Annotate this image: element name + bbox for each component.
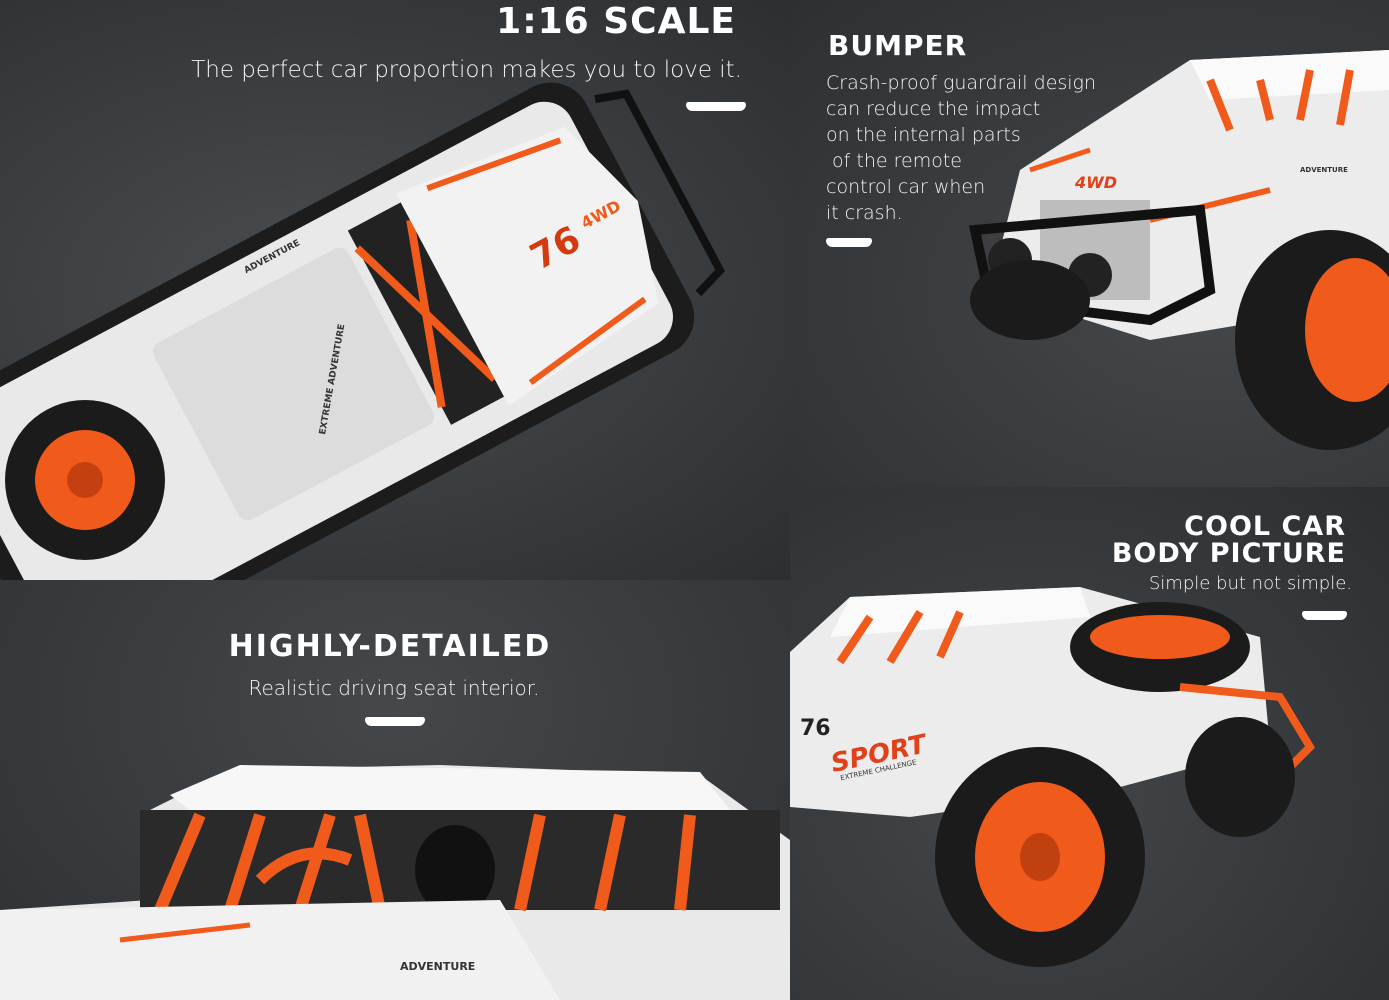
divider-bar: [365, 717, 425, 726]
bumper-description: Crash-proof guardrail design can reduce …: [826, 70, 1096, 226]
divider-bar: [826, 238, 872, 247]
divider-bar: [686, 102, 746, 111]
panel-bumper: 4WD ADVENTURE BUMPER Crash-proof guardra…: [790, 0, 1389, 487]
panel-title: 1:16 SCALE: [496, 1, 736, 42]
description-line: Crash-proof guardrail design: [826, 72, 1096, 94]
description-line: of the remote: [826, 150, 962, 172]
car-front-view-image: 4WD ADVENTURE: [968, 50, 1389, 450]
decal-adventure: ADVENTURE: [1300, 166, 1348, 174]
description-line: on the internal parts: [826, 124, 1021, 146]
panel-scale: 76 4WD ADVENTURE EXTREME ADVENTURE 1:16 …: [0, 0, 790, 580]
panel-subtitle: The perfect car proportion makes you to …: [191, 57, 742, 83]
car-interior-image: ADVENTURE: [0, 765, 790, 1000]
description-line: can reduce the impact: [826, 98, 1041, 120]
panel-title-line1: COOL CAR: [1184, 511, 1346, 542]
panel-title: BUMPER: [828, 29, 968, 62]
panel-body: 76 SPORT EXTREME CHALLENGE COOL CAR BODY…: [790, 487, 1389, 1000]
description-line: it crash.: [826, 202, 903, 224]
description-line: control car when: [826, 176, 986, 198]
panel-subtitle: Simple but not simple.: [1148, 573, 1352, 594]
car-side-view-image: 76 SPORT EXTREME CHALLENGE: [790, 587, 1316, 967]
decal-76: 76: [800, 716, 831, 741]
panel-detailed: ADVENTURE HIGHLY-DETAILED Realistic driv…: [0, 580, 790, 1000]
decal-adventure: ADVENTURE: [400, 960, 475, 973]
car-top-view-image: 76 4WD ADVENTURE EXTREME ADVENTURE: [0, 82, 725, 580]
divider-bar: [1302, 611, 1347, 620]
decal-4wd: 4WD: [1074, 173, 1117, 192]
panel-title-line2: BODY PICTURE: [1111, 538, 1346, 569]
panel-title: HIGHLY-DETAILED: [228, 629, 552, 664]
panel-subtitle: Realistic driving seat interior.: [248, 676, 540, 700]
